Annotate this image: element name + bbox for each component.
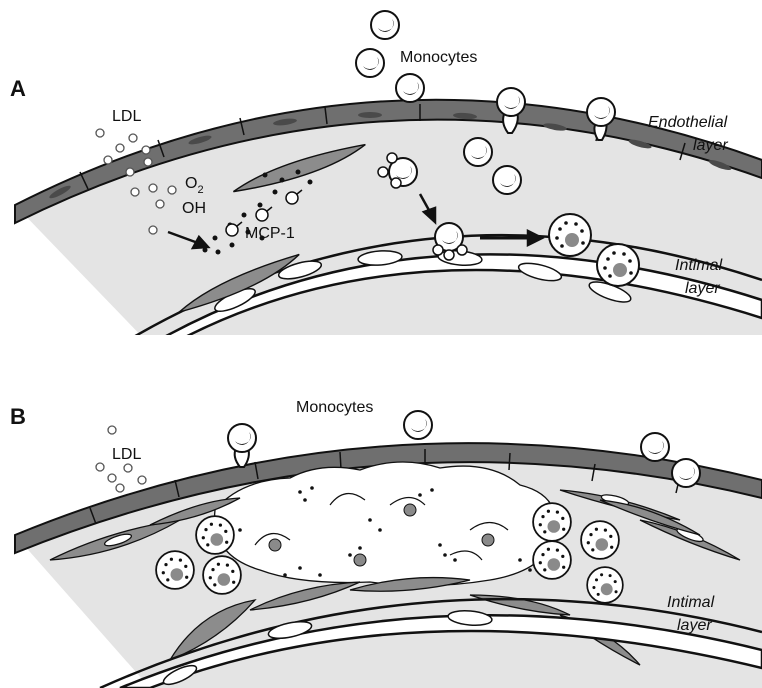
mcp1-label: MCP-1 xyxy=(245,225,295,242)
intimal-label-a-1: Intimal xyxy=(675,257,723,274)
ldl-label-a: LDL xyxy=(112,108,141,125)
foam-cell xyxy=(533,503,571,541)
monocytes-label-b: Monocytes xyxy=(296,399,373,416)
foam-cell xyxy=(203,556,241,594)
foam-cell xyxy=(533,541,571,579)
foam-cell xyxy=(549,214,591,256)
oh-label: OH xyxy=(182,200,206,217)
endothelial-label-1: Endothelial xyxy=(648,114,728,131)
intimal-label-a-2: layer xyxy=(685,280,720,297)
foam-cell xyxy=(156,551,194,589)
monocyte xyxy=(464,138,492,166)
panel-b-letter: B xyxy=(10,404,26,429)
monocyte xyxy=(493,166,521,194)
panel-a-letter: A xyxy=(10,76,26,101)
foam-cell xyxy=(587,567,623,603)
foam-cell xyxy=(581,521,619,559)
monocyte xyxy=(641,433,669,461)
monocyte xyxy=(356,49,384,77)
intimal-label-b-1: Intimal xyxy=(667,594,715,611)
endothelial-label-2: layer xyxy=(693,137,728,154)
foam-cell xyxy=(196,516,234,554)
lipid-core xyxy=(215,462,556,586)
monocyte xyxy=(371,11,399,39)
foam-cell xyxy=(597,244,639,286)
monocytes-label-a: Monocytes xyxy=(400,49,477,66)
panel-a xyxy=(15,11,762,345)
monocyte xyxy=(672,459,700,487)
monocyte xyxy=(396,74,424,102)
intimal-label-b-2: layer xyxy=(677,617,712,634)
monocyte xyxy=(404,411,432,439)
ldl-label-b: LDL xyxy=(112,446,141,463)
adhering-monocyte xyxy=(228,424,256,467)
